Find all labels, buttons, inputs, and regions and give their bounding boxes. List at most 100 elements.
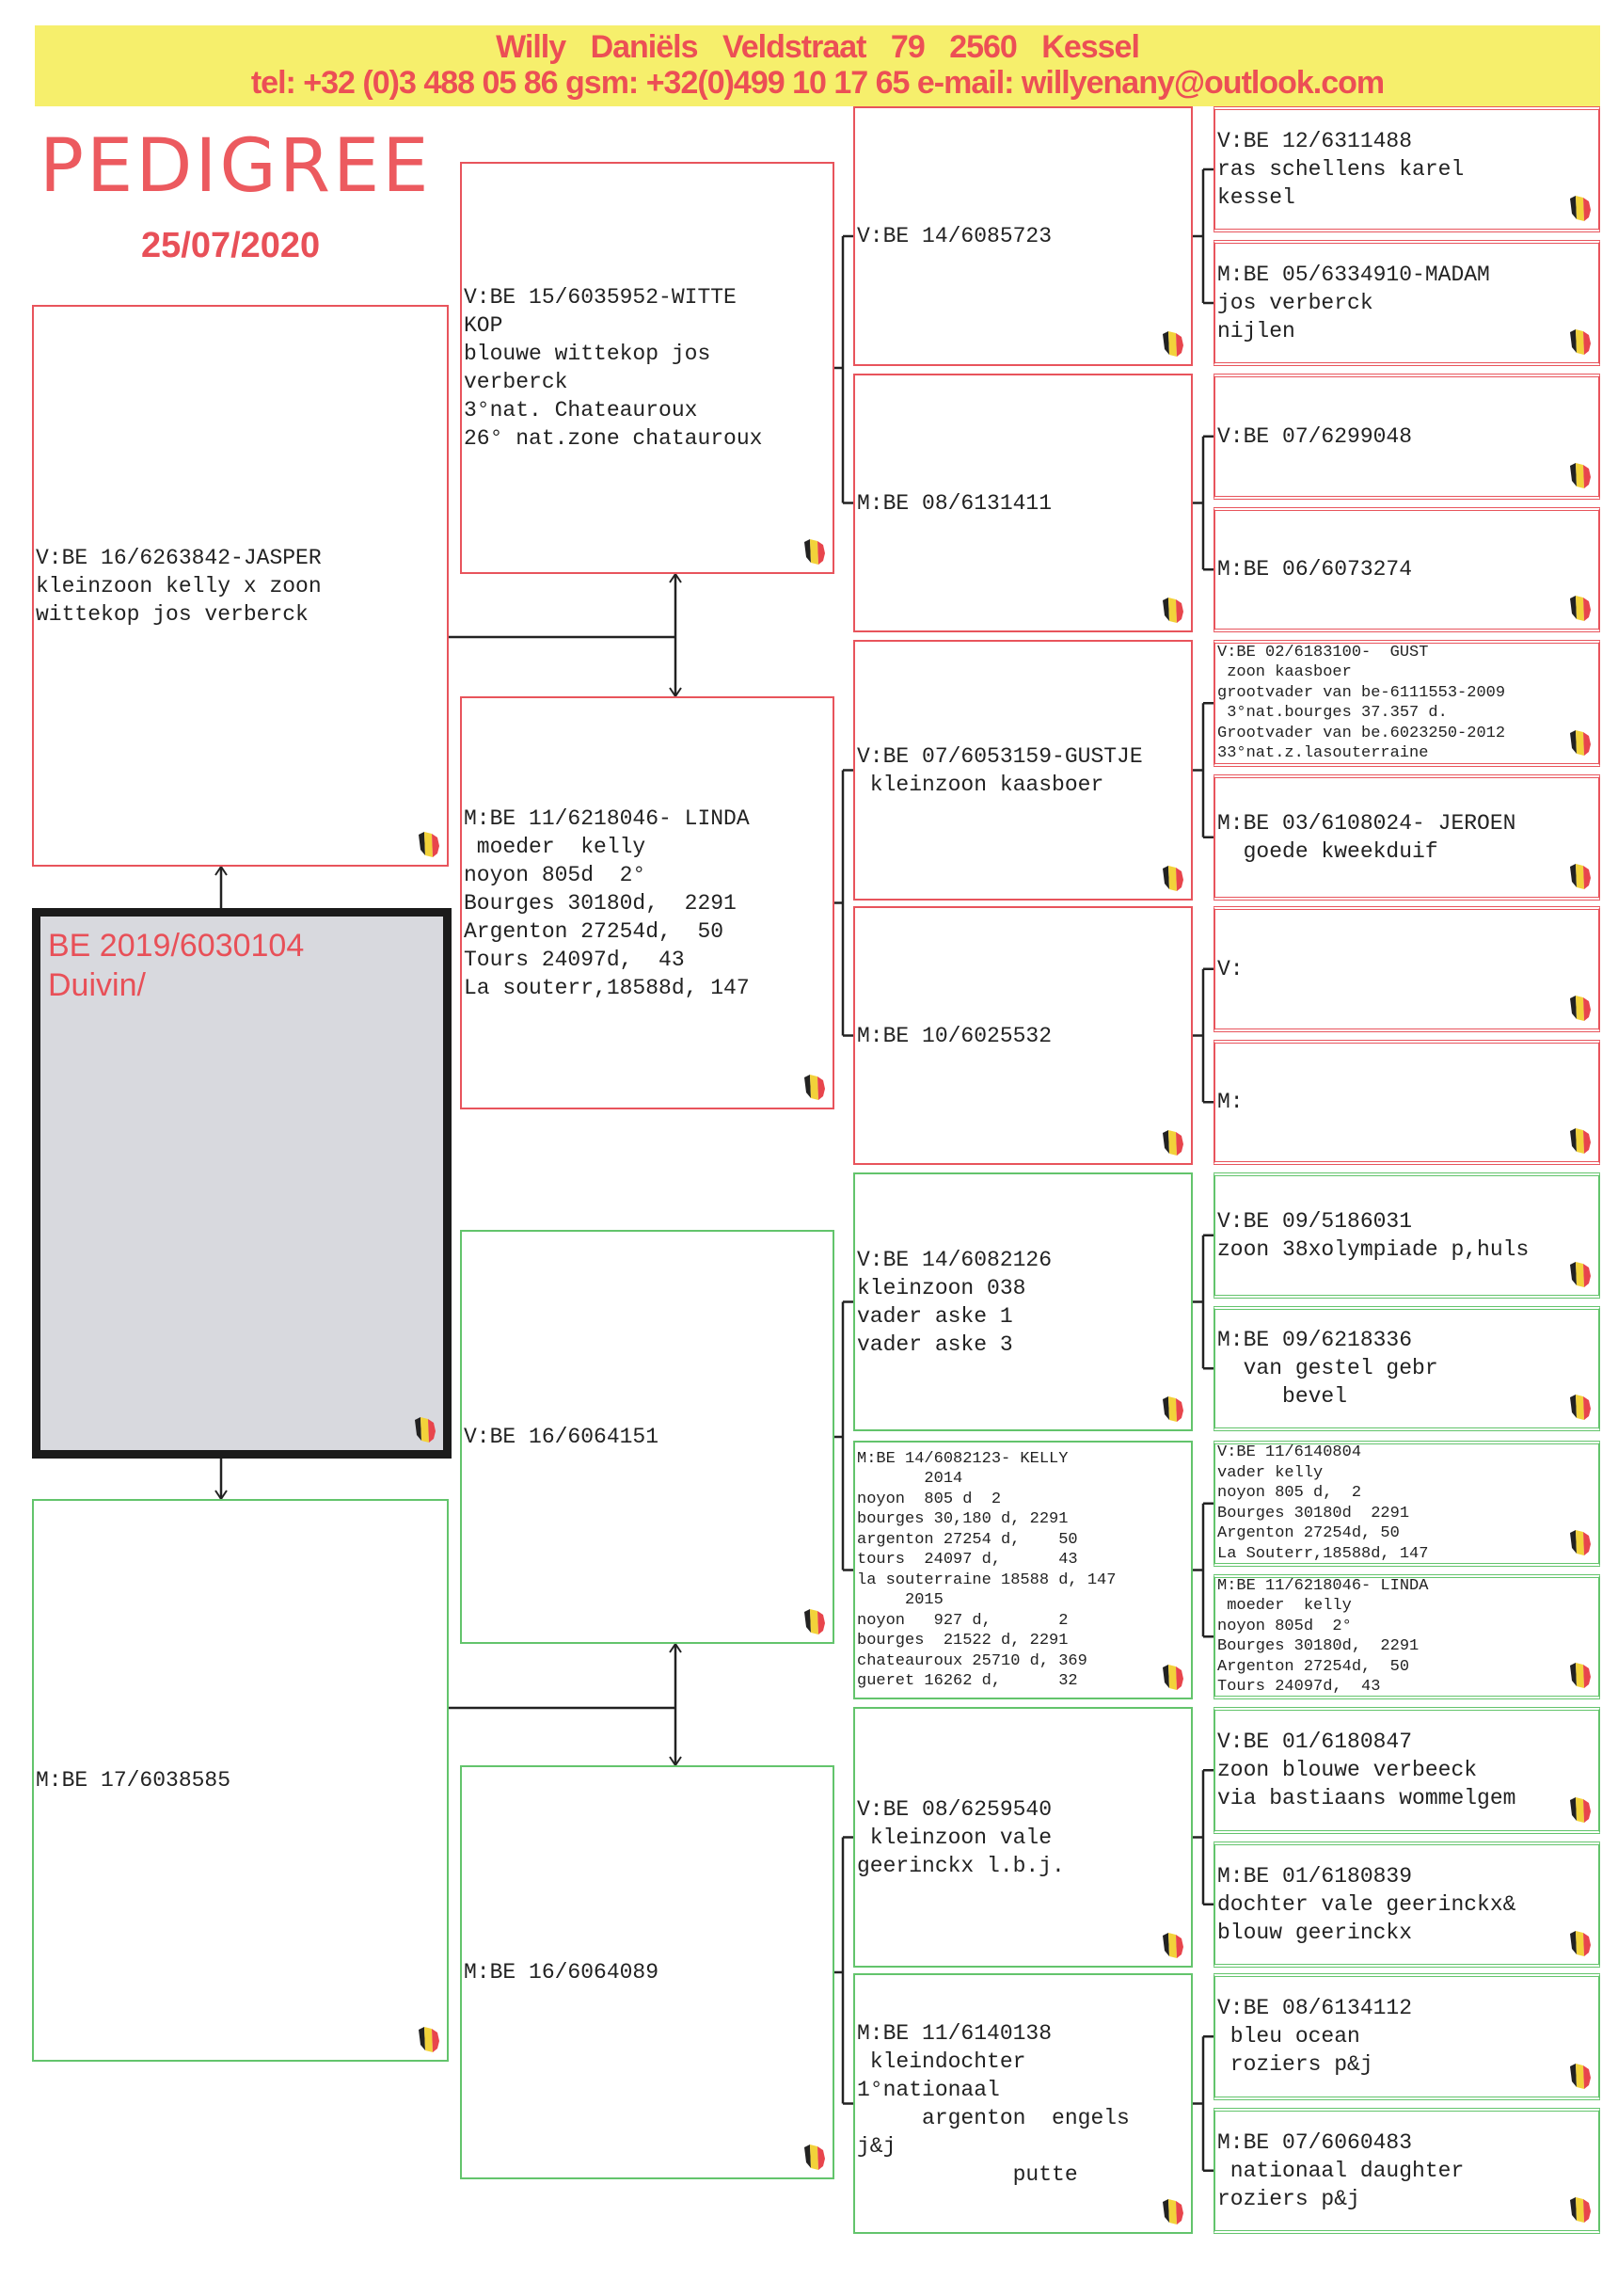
- great-grandparent-card: M:BE 08/6131411: [853, 374, 1193, 632]
- pigeon-info-line: roziers p&j: [1217, 2052, 1373, 2078]
- belgium-flag-icon: [1570, 1395, 1591, 1420]
- pigeon-info-line: 1°nationaal: [857, 2077, 1000, 2102]
- pigeon-info-line: ras schellens karel: [1217, 157, 1465, 182]
- pigeon-info-line: kleinzoon 038: [857, 1275, 1026, 1300]
- great-grandparent-card: V:BE 07/6053159-GUSTJE kleinzoon kaasboe…: [853, 640, 1193, 901]
- pigeon-info-line: 26° nat.zone chatauroux: [464, 426, 763, 451]
- grandparent-card: V:BE 16/6064151: [460, 1230, 834, 1644]
- pigeon-info-line: noyon 805 d 2: [857, 1490, 1002, 1508]
- pigeon-info-line: La souterr,18588d, 147: [464, 975, 750, 1000]
- pigeon-info-line: V:BE 02/6183100- GUST: [1217, 643, 1429, 662]
- pigeon-info-line: 33°nat.z.lasouterraine: [1217, 744, 1429, 763]
- subject-line: BE 2019/6030104: [48, 928, 305, 964]
- belgium-flag-icon: [1570, 1931, 1591, 1956]
- great-great-grandparent-card: M:: [1214, 1039, 1600, 1165]
- pigeon-info-line: blouw geerinckx: [1217, 1920, 1413, 1945]
- pigeon-info-line: argenton 27254 d, 50: [857, 1530, 1078, 1549]
- pigeon-info-line: V:BE 12/6311488: [1217, 129, 1413, 153]
- pigeon-info-line: kleinzoon vale: [857, 1825, 1053, 1850]
- great-great-grandparent-card: V:BE 07/6299048: [1214, 374, 1600, 500]
- belgium-flag-icon: [415, 1417, 436, 1443]
- pigeon-info-line: zoon blouwe verbeeck: [1217, 1758, 1478, 1783]
- belgium-flag-icon: [1570, 729, 1591, 756]
- pigeon-info-line: moeder kelly: [1217, 1597, 1352, 1616]
- pigeon-info-line: kessel: [1217, 185, 1295, 210]
- pigeon-info-line: vader aske 3: [857, 1331, 1013, 1357]
- pigeon-info-line: goede kweekduif: [1217, 838, 1438, 864]
- grandparent-card: M:BE 16/6064089: [460, 1765, 834, 2179]
- pigeon-info-line: M:BE 03/6108024- JEROEN: [1217, 810, 1516, 836]
- pigeon-info-line: M:BE 09/6218336: [1217, 1328, 1413, 1353]
- pigeon-info-line: roziers p&j: [1217, 2186, 1360, 2211]
- pigeon-info-line: zoon 38xolympiade p,huls: [1217, 1236, 1530, 1262]
- great-great-grandparent-card: M:BE 03/6108024- JEROEN goede kweekduif: [1214, 773, 1600, 901]
- belgium-flag-icon: [1570, 196, 1591, 221]
- pigeon-info-line: verberck: [464, 370, 568, 394]
- belgium-flag-icon: [1570, 1796, 1591, 1823]
- belgium-flag-icon: [1163, 331, 1183, 357]
- belgium-flag-icon: [804, 539, 825, 565]
- belgium-flag-icon: [1570, 1663, 1591, 1688]
- pigeon-info-line: Argenton 27254d, 50: [1217, 1657, 1410, 1676]
- belgium-flag-icon: [804, 1075, 825, 1100]
- belgium-flag-icon: [419, 832, 439, 857]
- pigeon-info-line: M:BE 11/6140138: [857, 2020, 1053, 2046]
- great-great-grandparent-card: M:BE 06/6073274: [1214, 506, 1600, 632]
- pigeon-info-line: j&j: [857, 2133, 896, 2159]
- breeder-contact: tel: +32 (0)3 488 05 86 gsm: +32(0)499 1…: [250, 65, 1385, 101]
- dam-card: M:BE 17/6038585: [32, 1499, 449, 2062]
- pigeon-info-line: Argenton 27254d, 50: [1217, 1524, 1400, 1543]
- pigeon-info-line: V:BE 01/6180847: [1217, 1730, 1413, 1755]
- pigeon-info-line: M:BE 01/6180839: [1217, 1863, 1413, 1889]
- pigeon-info-line: argenton engels: [857, 2105, 1130, 2130]
- belgium-flag-icon: [1570, 2063, 1591, 2089]
- pigeon-info-line: vader aske 1: [857, 1303, 1013, 1329]
- belgium-flag-icon: [1570, 1261, 1591, 1287]
- pigeon-info-line: moeder kelly: [464, 834, 646, 859]
- belgium-flag-icon: [1163, 598, 1183, 623]
- pigeon-info-line: bourges 30,180 d, 2291: [857, 1510, 1069, 1528]
- pigeon-info-line: 2015: [857, 1591, 944, 1609]
- pigeon-info-line: V:BE 14/6085723: [857, 224, 1053, 248]
- pigeon-info-line: dochter vale geerinckx&: [1217, 1891, 1516, 1917]
- belgium-flag-icon: [1570, 329, 1591, 355]
- belgium-flag-icon: [1570, 1128, 1591, 1154]
- belgium-flag-icon: [1163, 1665, 1183, 1690]
- arrow-head-icon: [669, 572, 682, 583]
- pigeon-info-line: Grootvader van be.6023250-2012: [1217, 724, 1506, 742]
- pigeon-info-line: bevel: [1217, 1384, 1348, 1410]
- pigeon-info-line: V:BE 09/5186031: [1217, 1208, 1413, 1234]
- pigeon-info-line: V:: [1217, 956, 1244, 981]
- pigeon-info-line: V:BE 14/6082126: [857, 1247, 1053, 1272]
- pigeon-info-line: La Souterr,18588d, 147: [1217, 1544, 1429, 1563]
- great-grandparent-card: V:BE 14/6085723: [853, 106, 1193, 366]
- pigeon-info-line: M:BE 11/6218046- LINDA: [464, 805, 750, 831]
- pigeon-info-line: bourges 21522 d, 2291: [857, 1632, 1069, 1650]
- belgium-flag-icon: [1570, 864, 1591, 889]
- pigeon-info-line: tours 24097 d, 43: [857, 1551, 1078, 1569]
- pigeon-info-line: M:BE 06/6073274: [1217, 557, 1413, 582]
- pigeon-info-line: zoon kaasboer: [1217, 663, 1352, 682]
- pigeon-info-line: jos verberck: [1217, 291, 1373, 315]
- belgium-flag-icon: [804, 1609, 825, 1634]
- great-grandparent-card: V:BE 14/6082126 kleinzoon 038 vader aske 1…: [853, 1172, 1193, 1431]
- belgium-flag-icon: [804, 2145, 825, 2170]
- pigeon-info-line: 2014: [857, 1470, 963, 1488]
- pigeon-info-line: V:BE 07/6053159-GUSTJE: [857, 743, 1143, 769]
- pigeon-info-line: la souterraine 18588 d, 147: [857, 1571, 1117, 1589]
- great-great-grandparent-card: V:BE 08/6134112 bleu ocean roziers p&j: [1214, 1973, 1600, 2100]
- great-grandparent-card: M:BE 10/6025532: [853, 906, 1193, 1165]
- pigeon-info-line: M:BE 17/6038585: [36, 1768, 231, 1793]
- pigeon-info-line: V:BE 08/6134112: [1217, 1996, 1413, 2021]
- belgium-flag-icon: [1570, 995, 1591, 1021]
- pigeon-info-line: M:BE 05/6334910-MADAM: [1217, 263, 1490, 287]
- pigeon-info-line: kleinzoon kaasboer: [857, 772, 1104, 797]
- pigeon-info-line: vader kelly: [1217, 1463, 1324, 1482]
- pigeon-info-line: M:BE 11/6218046- LINDA: [1217, 1576, 1429, 1595]
